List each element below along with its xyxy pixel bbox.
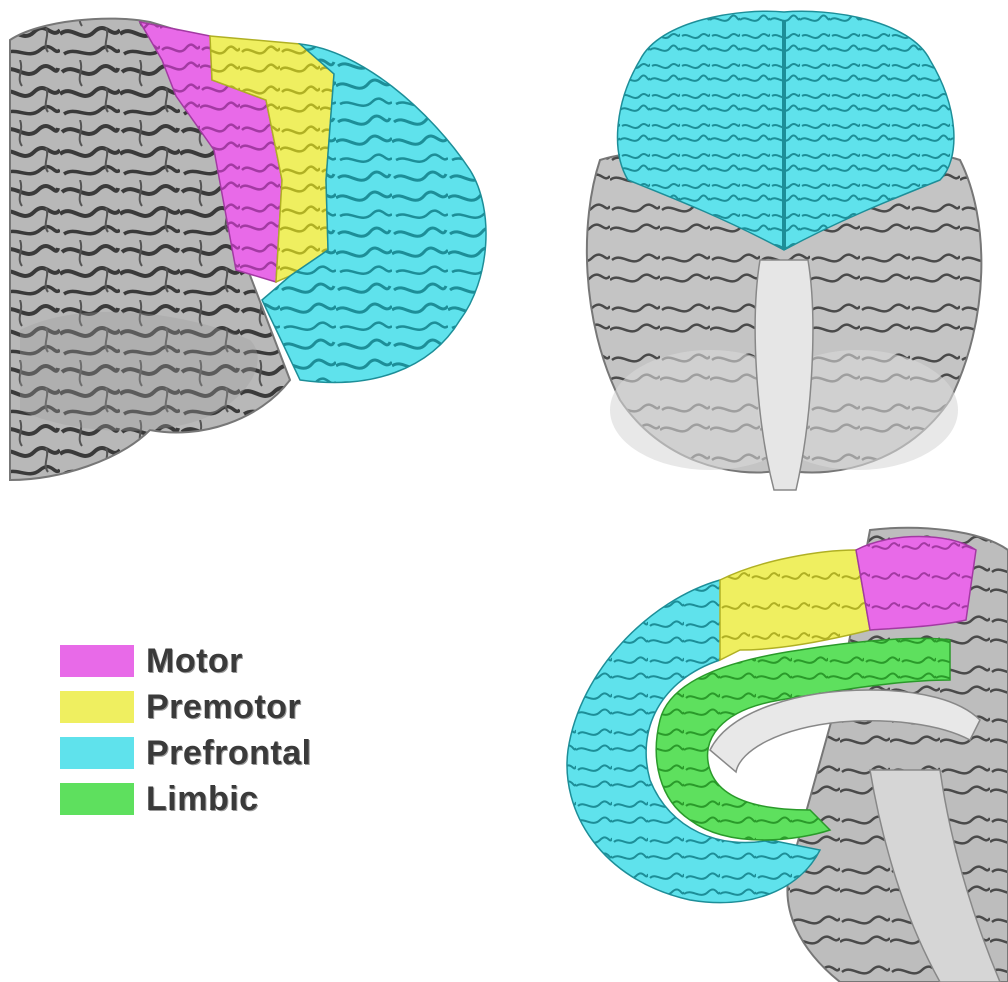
premotor-swatch [60, 691, 134, 723]
prefrontal-swatch [60, 737, 134, 769]
legend-item-prefrontal: Prefrontal [60, 730, 312, 776]
legend-label: Motor [146, 642, 243, 681]
limbic-swatch [60, 783, 134, 815]
legend-label: Prefrontal [146, 734, 312, 773]
medial-brain-view [540, 510, 1008, 982]
region-legend: Motor Premotor Prefrontal Limbic [60, 638, 312, 822]
legend-item-limbic: Limbic [60, 776, 312, 822]
legend-item-premotor: Premotor [60, 684, 312, 730]
ventral-brain-view [560, 0, 1008, 500]
motor-swatch [60, 645, 134, 677]
legend-label: Premotor [146, 688, 301, 727]
legend-label: Limbic [146, 780, 259, 819]
medial-motor-region [856, 537, 976, 631]
lateral-brain-view [0, 0, 500, 500]
legend-item-motor: Motor [60, 638, 312, 684]
